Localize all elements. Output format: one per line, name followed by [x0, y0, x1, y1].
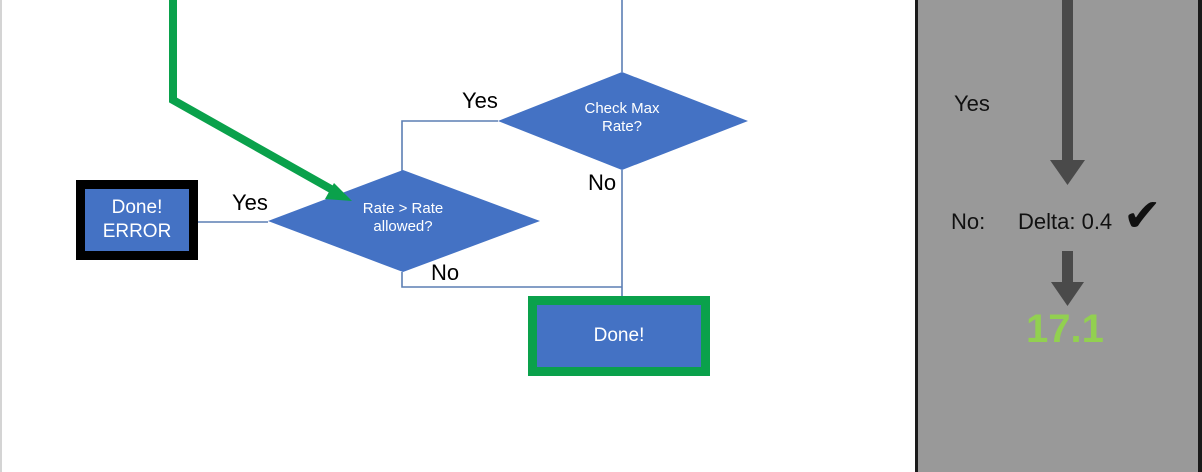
node-check-max-rate[interactable] [498, 72, 748, 170]
node-done-error[interactable]: Done! ERROR [76, 180, 198, 260]
panel-no-label: No: [951, 209, 986, 234]
edge-label-checkmax-no: No [588, 170, 617, 195]
arrow-down-long [1050, 0, 1085, 185]
panel-delta-label: Delta: 0.4 [1018, 209, 1113, 234]
node-rate-gt-allowed[interactable] [268, 170, 540, 272]
arrow-down-short [1051, 251, 1084, 306]
flowchart-connectors [169, 0, 748, 296]
panel-result-value: 17.1 [1026, 307, 1104, 351]
panel-yes-label: Yes [954, 91, 990, 116]
edge-label-rate-no: No [431, 260, 460, 285]
side-panel: Yes No: Delta: 0.4 ✔ 17.1 [915, 0, 1202, 472]
panel-arrows [1050, 0, 1085, 306]
edge-label-checkmax-yes: Yes [462, 88, 498, 113]
connector-checkmax-yes [401, 120, 498, 171]
green-highlight-arrow [169, 0, 352, 201]
node-done-ok[interactable]: Done! [528, 296, 710, 376]
canvas-left-edge [0, 0, 2, 472]
flowchart-canvas: Check Max Rate? Rate > Rate allowed? Don… [0, 0, 748, 472]
check-mark-icon: ✔ [1123, 188, 1162, 242]
edge-label-rate-yes: Yes [232, 190, 268, 215]
connector-rate-no [401, 272, 622, 288]
